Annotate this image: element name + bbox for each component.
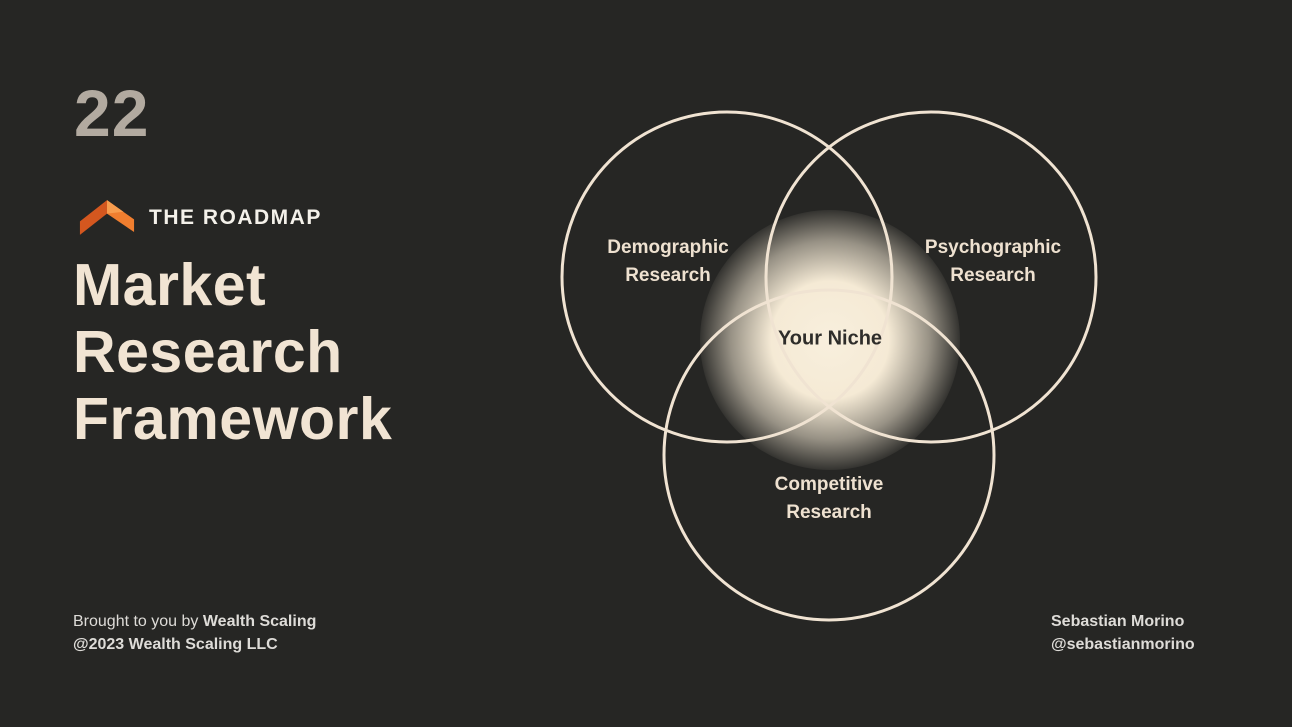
author-handle: @sebastianmorino: [1051, 636, 1195, 653]
venn-label-competitive-line-2: Research: [786, 502, 872, 523]
venn-label-competitive-line-1: Competitive: [774, 474, 884, 495]
venn-label-psychographic: Psychographic Research: [925, 234, 1061, 290]
brand-name: THE ROADMAP: [149, 205, 322, 229]
venn-circle-demographic: [560, 110, 894, 444]
venn-center-glow: [700, 210, 960, 470]
page-title: Market Research Framework: [73, 252, 392, 453]
venn-label-demographic-line-2: Research: [625, 265, 711, 286]
footer-right: Sebastian Morino @sebastianmorino: [1051, 610, 1195, 656]
venn-label-psychographic-line-1: Psychographic: [924, 237, 1062, 258]
brand-logo: THE ROADMAP: [78, 196, 322, 239]
venn-circle-psychographic: [764, 110, 1098, 444]
author-name: Sebastian Morino: [1051, 613, 1185, 630]
title-line-2: Research: [73, 319, 343, 385]
venn-label-demographic: Demographic Research: [607, 234, 728, 290]
footer-attribution: Brought to you by Wealth Scaling: [73, 610, 316, 633]
footer-attribution-prefix: Brought to you by: [73, 613, 203, 630]
footer-left: Brought to you by Wealth Scaling @2023 W…: [73, 610, 316, 656]
title-line-3: Framework: [73, 386, 393, 452]
venn-center-label: Your Niche: [777, 327, 883, 350]
footer-copyright: @2023 Wealth Scaling LLC: [73, 636, 278, 653]
venn-label-psychographic-line-2: Research: [950, 265, 1036, 286]
roadmap-chevron-icon: [79, 200, 135, 235]
title-line-1: Market: [73, 252, 267, 318]
slide-number: 22: [74, 76, 150, 150]
venn-label-demographic-line-1: Demographic: [607, 237, 729, 258]
venn-label-competitive: Competitive Research: [775, 471, 884, 527]
venn-circle-competitive: [662, 288, 996, 622]
footer-attribution-brand: Wealth Scaling: [202, 613, 317, 630]
